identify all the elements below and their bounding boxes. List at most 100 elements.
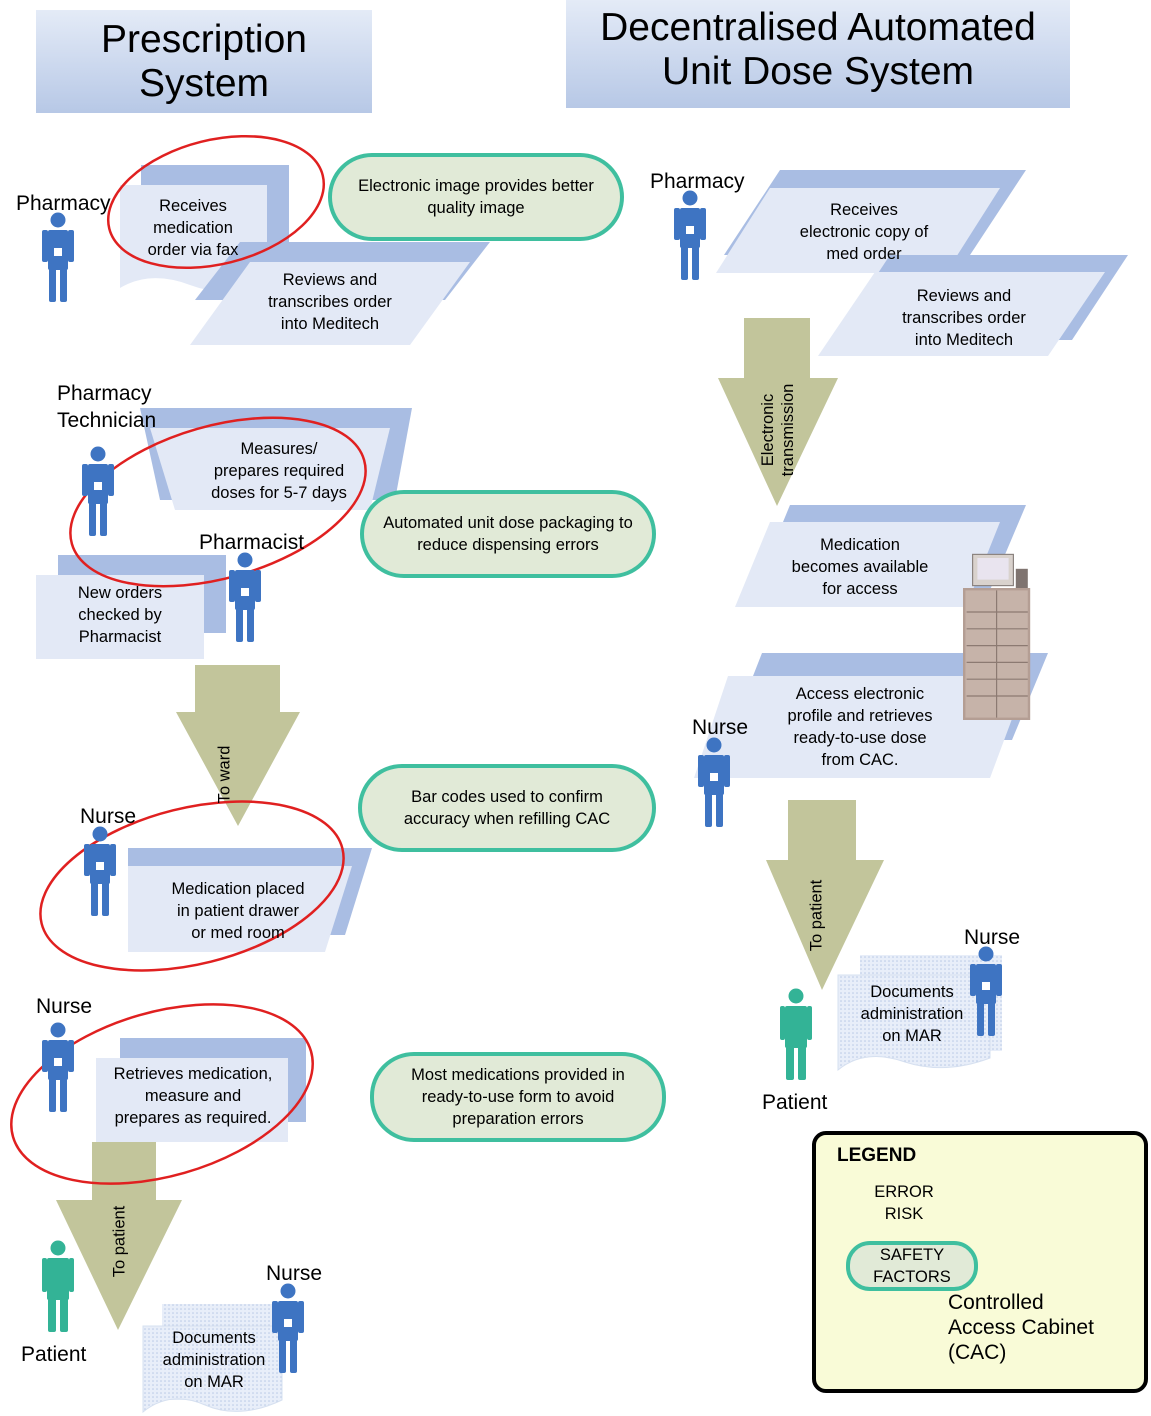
step-placed: Medication placed in patient drawer or m…: [132, 878, 344, 944]
text-line: Electronic: [759, 393, 777, 467]
text-line: Pharmacist: [78, 628, 162, 646]
text-line: RISK: [884, 1205, 924, 1223]
text-line: Reviews and: [282, 271, 378, 289]
text-line: medication: [153, 219, 233, 237]
card-available: [735, 505, 1026, 607]
text-line: New orders: [77, 584, 163, 602]
text-line: reduce dispensing errors: [417, 536, 599, 554]
person-icon: [84, 826, 116, 916]
text-line: preparation errors: [452, 1110, 584, 1128]
text-line: Bar codes used to confirm: [411, 788, 603, 806]
step-reviews-left: Reviews and transcribes order into Medit…: [240, 269, 420, 335]
text-line: quality image: [427, 199, 525, 217]
text-line: Documents: [870, 983, 954, 1001]
text-line: Medication placed: [171, 880, 305, 898]
text-line: into Meditech: [914, 331, 1014, 349]
header-line: Decentralised Automated: [600, 6, 1036, 49]
text-line: on MAR: [882, 1027, 942, 1045]
role-label-nurse-documents-right: Nurse: [964, 926, 1021, 949]
text-line: accuracy when refilling CAC: [403, 810, 611, 828]
text-line: ERROR: [874, 1183, 934, 1201]
safety-electronic-image: Electronic image provides better quality…: [328, 153, 624, 241]
text-line: Documents: [172, 1329, 256, 1347]
text-line: transcribes order: [268, 293, 392, 311]
text-line: transmission: [779, 383, 797, 477]
text-line: in patient drawer: [177, 902, 299, 920]
text-line: Technician: [57, 409, 157, 432]
arrow-label-to-ward: To ward: [215, 745, 234, 804]
person-icon: [674, 190, 706, 280]
step-available: Medication becomes available for access: [774, 534, 946, 600]
text-line: transcribes order: [902, 309, 1026, 327]
text-line: from CAC.: [821, 751, 899, 769]
step-receives-electronic: Receives electronic copy of med order: [774, 199, 954, 265]
arrow-to-ward: [176, 665, 300, 826]
safety-automated-packaging: Automated unit dose packaging to reduce …: [360, 490, 656, 578]
header-line: Unit Dose System: [661, 50, 975, 93]
card-new-orders: [36, 555, 226, 659]
text-line: Electronic image provides better: [358, 177, 594, 195]
safety-bar-codes: Bar codes used to confirm accuracy when …: [358, 764, 656, 852]
text-line: med order: [826, 245, 902, 263]
role-label-nurse-access: Nurse: [692, 716, 749, 739]
step-documents-left: Documents administration on MAR: [150, 1327, 278, 1393]
step-access-profile: Access electronic profile and retrieves …: [755, 683, 965, 771]
text-line: Retrieves medication,: [113, 1065, 273, 1083]
safety-ready-to-use: Most medications provided in ready-to-us…: [370, 1052, 666, 1142]
header-unit-dose-system: Decentralised Automated Unit Dose System: [566, 0, 1070, 108]
legend: LEGEND ERROR RISK SAFETY FACTORS Control…: [812, 1131, 1148, 1393]
card-receives-electronic: [716, 170, 1026, 273]
card-reviews-right: [818, 255, 1128, 356]
person-icon: [42, 212, 74, 302]
text-line: order via fax: [147, 241, 239, 259]
text-line: doses for 5-7 days: [211, 484, 347, 502]
legend-title: LEGEND: [837, 1145, 917, 1166]
text-line: ready-to-use form to avoid: [421, 1088, 615, 1106]
text-line: FACTORS: [873, 1268, 951, 1286]
text-line: Most medications provided in: [411, 1066, 625, 1084]
text-line: on MAR: [184, 1373, 244, 1391]
step-receives-fax: Receives medication order via fax: [128, 195, 258, 261]
text-line: Access Cabinet: [948, 1316, 1094, 1339]
text-line: Receives: [159, 197, 227, 215]
person-icon: [229, 552, 261, 642]
step-new-orders: New orders checked by Pharmacist: [40, 582, 200, 648]
role-label-pharmacist: Pharmacist: [199, 531, 305, 554]
text-line: ready-to-use dose: [793, 729, 927, 747]
patient-icon: [42, 1240, 74, 1332]
text-line: Automated unit dose packaging to: [383, 514, 633, 532]
person-icon: [42, 1022, 74, 1112]
header-prescription-system: Prescription System: [36, 10, 372, 113]
text-line: administration: [162, 1351, 266, 1369]
error-risk-placed: [39, 800, 345, 972]
text-line: checked by: [78, 606, 162, 624]
role-label-nurse-documents-left: Nurse: [266, 1262, 323, 1285]
patient-icon: [780, 988, 812, 1080]
text-line: into Meditech: [280, 315, 380, 333]
text-line: Controlled: [948, 1291, 1044, 1314]
person-icon: [82, 446, 114, 536]
error-risk-receives-fax: [106, 134, 326, 270]
text-line: prepares as required.: [114, 1109, 272, 1127]
card-documents-left: [142, 1304, 283, 1414]
text-line: SAFETY: [879, 1246, 945, 1264]
header-line: Prescription: [101, 18, 307, 61]
text-line: Access electronic: [795, 685, 925, 703]
card-retrieves: [96, 1038, 306, 1142]
text-line: Pharmacy: [57, 382, 152, 405]
text-line: Reviews and: [916, 287, 1012, 305]
text-line: or med room: [191, 924, 285, 942]
error-risk-retrieves: [10, 1003, 314, 1185]
legend-error-risk-label: ERROR RISK: [844, 1181, 964, 1225]
header-line: System: [138, 62, 270, 105]
legend-cac-label: Controlled Access Cabinet (CAC): [948, 1290, 1094, 1365]
role-label-pharmacy-left: Pharmacy: [16, 192, 111, 215]
cabinet-icon: [962, 553, 1031, 721]
role-label-nurse-retrieves: Nurse: [36, 995, 93, 1018]
arrow-label-to-patient-right: To patient: [807, 879, 826, 952]
arrow-label-to-patient-left: To patient: [110, 1205, 129, 1278]
step-documents-right: Documents administration on MAR: [842, 981, 982, 1047]
role-label-nurse-placed: Nurse: [80, 805, 137, 828]
